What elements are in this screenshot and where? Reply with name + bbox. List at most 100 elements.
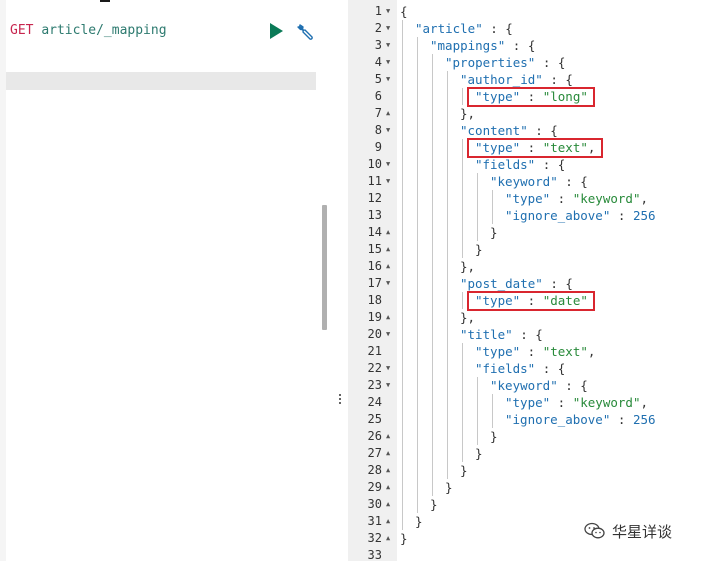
fold-close-icon[interactable]: ▲ xyxy=(386,432,391,440)
json-punct: { xyxy=(400,4,408,19)
code-line: "post_date" : { xyxy=(460,275,573,292)
json-key: "type" xyxy=(475,89,521,104)
highlight-box xyxy=(467,87,595,107)
fold-open-icon[interactable]: ▼ xyxy=(386,381,391,389)
fold-close-icon[interactable]: ▲ xyxy=(386,449,391,457)
json-punct: }, xyxy=(460,259,476,274)
fold-open-icon[interactable]: ▼ xyxy=(386,160,391,168)
json-punct: } xyxy=(475,242,483,257)
cursor-mark xyxy=(100,0,110,2)
fold-open-icon[interactable]: ▼ xyxy=(386,58,391,66)
code-line: "ignore_above" : 256 xyxy=(505,412,656,427)
line-number: 21 xyxy=(367,344,382,358)
json-punct: : { xyxy=(557,174,588,189)
code-line: } xyxy=(475,241,483,258)
request-line[interactable]: GET article/_mapping xyxy=(10,22,167,40)
json-key: "type" xyxy=(505,395,551,410)
active-line-highlight xyxy=(6,72,316,90)
json-punct: }, xyxy=(460,310,476,325)
line-number: 29 xyxy=(367,480,382,494)
line-number: 19 xyxy=(367,310,382,324)
code-line: } xyxy=(490,224,498,241)
line-number-gutter xyxy=(348,0,397,561)
line-number: 22 xyxy=(367,361,382,375)
line-number: 5 xyxy=(374,72,382,86)
fold-open-icon[interactable]: ▼ xyxy=(386,126,391,134)
code-line: { xyxy=(400,3,408,20)
fold-close-icon[interactable]: ▲ xyxy=(386,466,391,474)
json-punct: : { xyxy=(527,123,558,138)
code-line: } xyxy=(415,513,423,530)
line-number: 16 xyxy=(367,259,382,273)
json-key: "title" xyxy=(460,327,513,342)
code-line: } xyxy=(445,479,453,496)
code-line: "type" : "keyword", xyxy=(505,191,648,206)
code-line: "keyword" : { xyxy=(490,377,588,394)
fold-close-icon[interactable]: ▲ xyxy=(386,500,391,508)
fold-open-icon[interactable]: ▼ xyxy=(386,75,391,83)
line-number: 14 xyxy=(367,225,382,239)
line-number: 6 xyxy=(374,89,382,103)
json-punct: : { xyxy=(557,378,588,393)
json-punct: : { xyxy=(542,72,573,87)
indent-guide xyxy=(447,71,448,479)
code-line: "properties" : { xyxy=(445,54,565,71)
code-line: "author_id" : { xyxy=(460,71,573,88)
request-editor[interactable]: GET article/_mapping xyxy=(0,0,332,561)
json-key: "article" xyxy=(415,21,483,36)
json-punct: } xyxy=(430,497,438,512)
json-punct: } xyxy=(415,514,423,529)
json-value: "date" xyxy=(542,293,588,308)
json-key: "type" xyxy=(505,191,551,206)
code-line: }, xyxy=(460,105,475,122)
code-line: "article" : { xyxy=(415,20,513,37)
fold-open-icon[interactable]: ▼ xyxy=(386,330,391,338)
indent-guide xyxy=(462,139,463,258)
code-line: "title" : { xyxy=(460,326,543,343)
wrench-icon[interactable] xyxy=(296,22,316,42)
fold-close-icon[interactable]: ▲ xyxy=(386,517,391,525)
json-key: "type" xyxy=(475,344,521,359)
fold-close-icon[interactable]: ▲ xyxy=(386,534,391,542)
scrollbar[interactable] xyxy=(322,205,327,330)
indent-guide xyxy=(417,37,418,513)
indent-guide xyxy=(492,394,493,428)
request-path: article/_mapping xyxy=(41,23,167,38)
fold-open-icon[interactable]: ▼ xyxy=(386,41,391,49)
indent-guide xyxy=(462,292,463,309)
indent-guide xyxy=(477,173,478,241)
code-line: } xyxy=(460,462,468,479)
fold-close-icon[interactable]: ▲ xyxy=(386,245,391,253)
json-key: "ignore_above" xyxy=(505,208,611,223)
indent-guide xyxy=(477,377,478,445)
json-key: "properties" xyxy=(445,55,536,70)
fold-close-icon[interactable]: ▲ xyxy=(386,313,391,321)
fold-open-icon[interactable]: ▼ xyxy=(386,24,391,32)
json-key: "type" xyxy=(475,293,521,308)
fold-open-icon[interactable]: ▼ xyxy=(386,364,391,372)
fold-open-icon[interactable]: ▼ xyxy=(386,177,391,185)
play-icon[interactable] xyxy=(270,23,283,39)
json-key: "content" xyxy=(460,123,528,138)
line-number: 31 xyxy=(367,514,382,528)
line-number: 9 xyxy=(374,140,382,154)
json-value: "keyword" xyxy=(572,191,641,206)
fold-close-icon[interactable]: ▲ xyxy=(386,483,391,491)
json-value: "text" xyxy=(542,344,588,359)
fold-open-icon[interactable]: ▼ xyxy=(386,279,391,287)
fold-close-icon[interactable]: ▲ xyxy=(386,109,391,117)
pane-resize-handle[interactable] xyxy=(338,394,342,408)
indent-guide xyxy=(492,190,493,224)
json-punct: }, xyxy=(460,106,476,121)
json-key: "post_date" xyxy=(460,276,543,291)
fold-close-icon[interactable]: ▲ xyxy=(386,262,391,270)
json-punct: : { xyxy=(482,21,513,36)
fold-close-icon[interactable]: ▲ xyxy=(386,228,391,236)
highlight-box xyxy=(467,291,595,311)
code-line: "mappings" : { xyxy=(430,37,535,54)
json-punct: } xyxy=(490,429,498,444)
fold-open-icon[interactable]: ▼ xyxy=(386,7,391,15)
line-number: 10 xyxy=(367,157,382,171)
code-line: "ignore_above" : 256 xyxy=(505,208,656,223)
json-key: "keyword" xyxy=(490,174,558,189)
